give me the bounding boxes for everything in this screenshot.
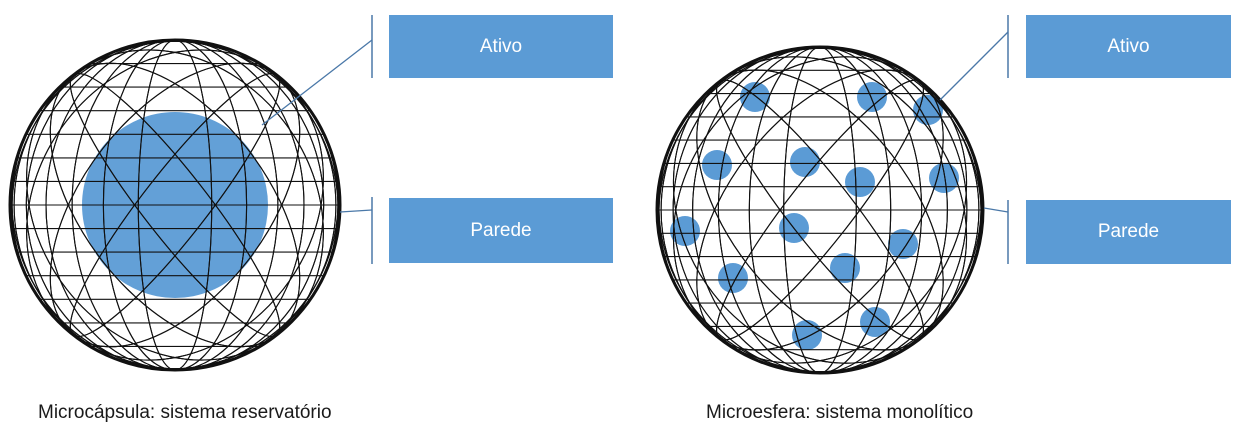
active-particle	[888, 229, 918, 259]
wall-leader-line	[339, 209, 373, 213]
microcapsule-wireframe	[10, 40, 340, 370]
microcapsule-active-label: Ativo	[389, 15, 613, 78]
microsphere-wireframe	[657, 47, 983, 373]
microsphere-wall-outline	[655, 45, 985, 375]
microsphere-active-particles	[670, 82, 959, 350]
active-particle	[830, 253, 860, 283]
microcapsule-caption: Microcápsula: sistema reservatório	[38, 402, 332, 423]
microcapsule-sphere	[8, 38, 342, 372]
microsphere-leaders	[939, 15, 1009, 264]
active-leader-line	[261, 39, 373, 126]
microcapsule-wall-outline	[8, 38, 342, 372]
active-particle	[913, 95, 943, 125]
microsphere-caption: Microesfera: sistema monolítico	[706, 402, 974, 423]
active-particle	[857, 82, 887, 112]
microcapsule-leaders	[261, 15, 373, 264]
active-particle	[929, 163, 959, 193]
active-particle	[792, 320, 822, 350]
active-leader-line	[939, 31, 1009, 101]
wall-leader-line	[983, 207, 1009, 213]
active-particle	[790, 147, 820, 177]
microcapsule-wall-label: Parede	[389, 198, 613, 263]
microsphere-sphere	[655, 45, 985, 375]
microsphere-active-label: Ativo	[1026, 15, 1231, 78]
active-particle	[845, 167, 875, 197]
wireframe-line	[672, 56, 968, 364]
microsphere-wall-label: Parede	[1026, 200, 1231, 264]
active-particle	[702, 150, 732, 180]
wireframe-line	[672, 56, 968, 364]
active-particle	[718, 263, 748, 293]
wireframe-line	[672, 56, 968, 364]
wireframe-line	[672, 56, 968, 364]
